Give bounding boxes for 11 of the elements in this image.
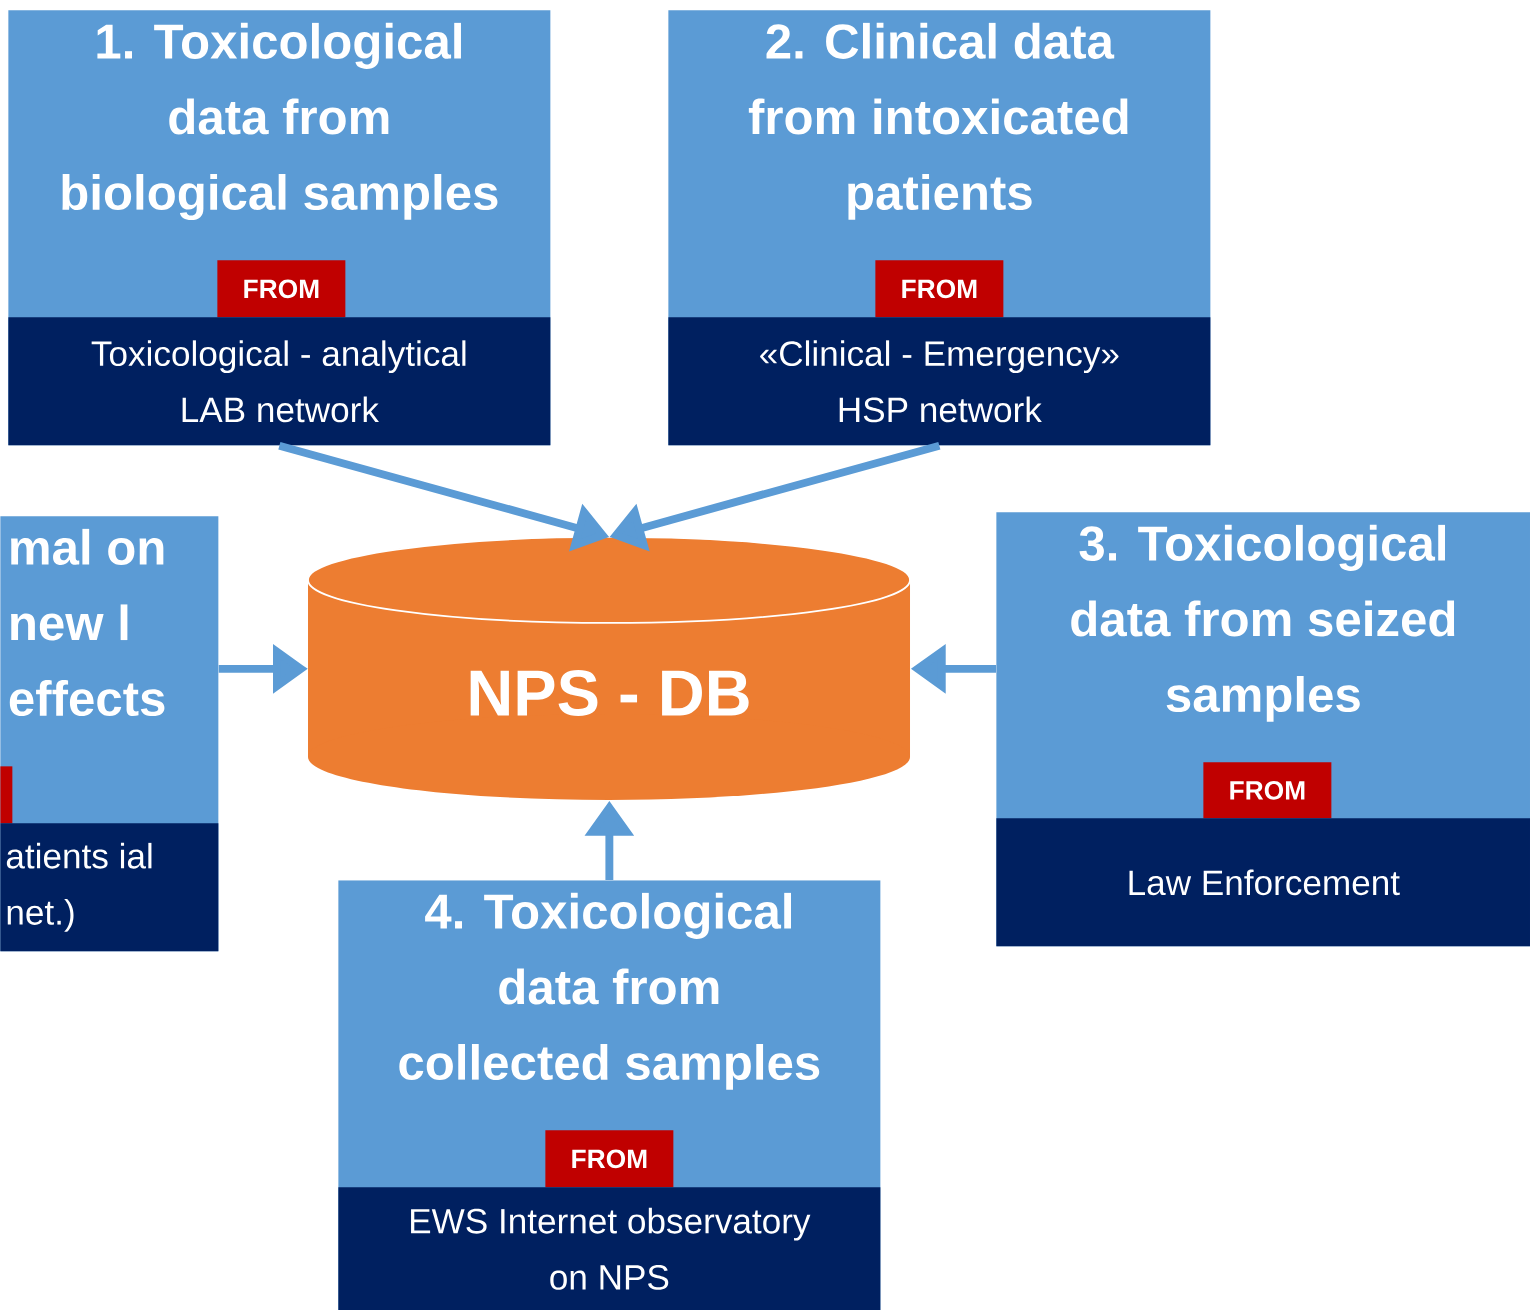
from-tag: FROM (875, 260, 1004, 318)
from-tag: FROM (217, 260, 346, 318)
source-band: «Clinical - Emergency» HSP network (668, 317, 1211, 446)
source-band: Law Enforcement (996, 818, 1530, 947)
database-cylinder: NPS - DB (307, 536, 911, 800)
tag-box (0, 766, 13, 824)
from-tag: FROM (1203, 762, 1332, 819)
source-band: Toxicological - analytical LAB network (8, 317, 551, 446)
source-band: EWS Internet observatory on NPS (338, 1187, 881, 1310)
source-band: atients ial net.) (0, 823, 219, 952)
from-tag: FROM (545, 1130, 674, 1188)
